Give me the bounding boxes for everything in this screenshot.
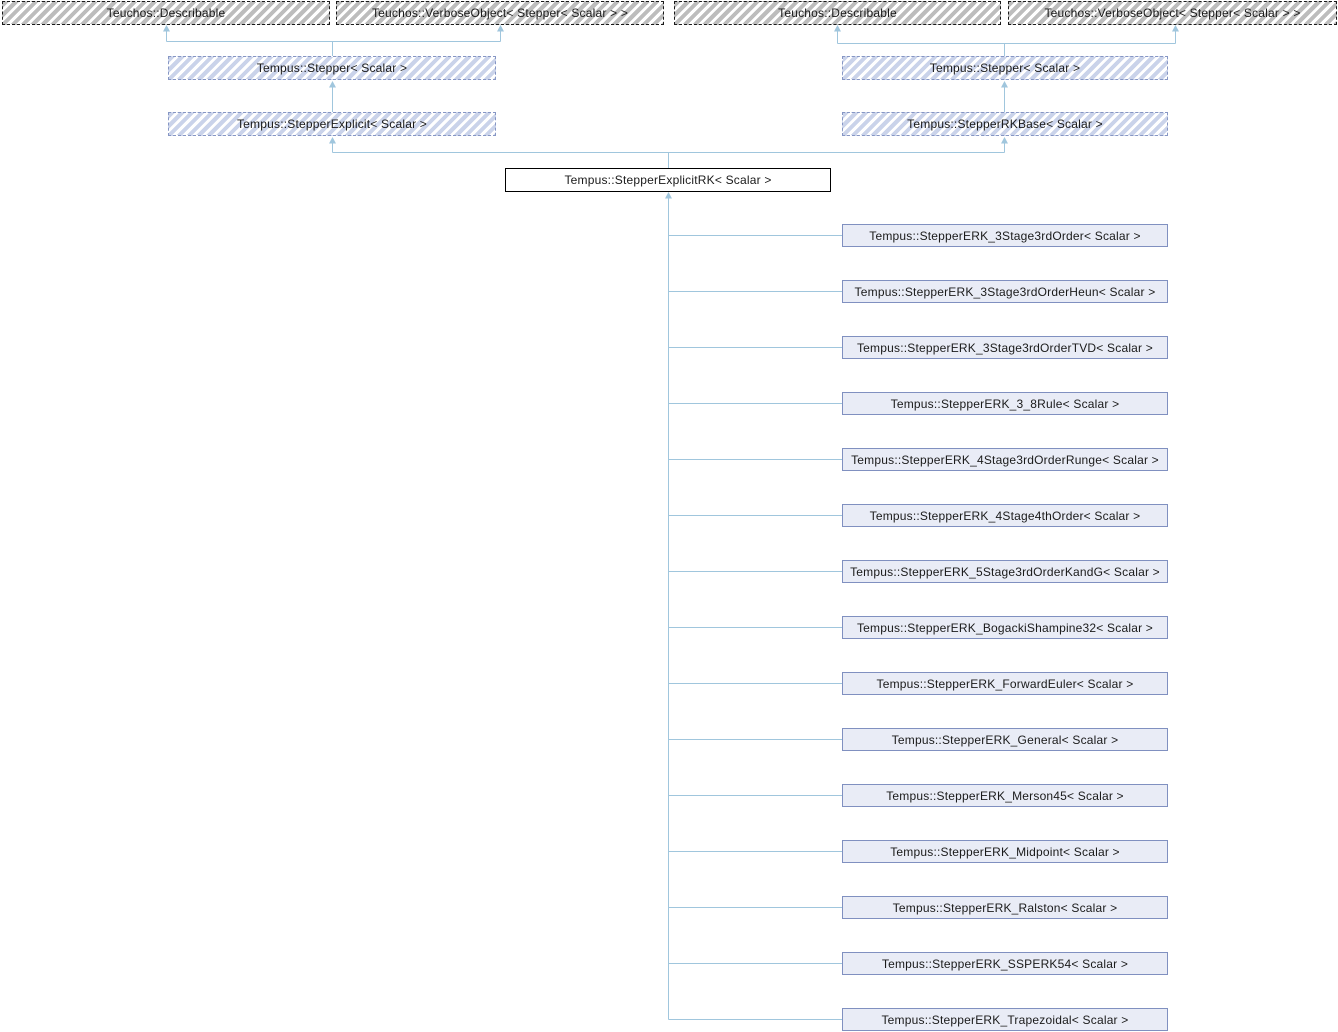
node-teuchos-describable-right[interactable]: Teuchos::Describable (674, 1, 1001, 25)
node-steppererk-4stage4thorder[interactable]: Tempus::StepperERK_4Stage4thOrder< Scala… (842, 504, 1168, 527)
node-steppererk-ssperk54[interactable]: Tempus::StepperERK_SSPERK54< Scalar > (842, 952, 1168, 975)
node-steppererk-ralston[interactable]: Tempus::StepperERK_Ralston< Scalar > (842, 896, 1168, 919)
node-tempus-stepperexplicit[interactable]: Tempus::StepperExplicit< Scalar > (168, 112, 496, 136)
node-steppererk-trapezoidal[interactable]: Tempus::StepperERK_Trapezoidal< Scalar > (842, 1008, 1168, 1031)
edge-lines (166, 31, 1176, 1020)
node-steppererk-3stage3rdorderheun[interactable]: Tempus::StepperERK_3Stage3rdOrderHeun< S… (842, 280, 1168, 303)
node-steppererk-midpoint[interactable]: Tempus::StepperERK_Midpoint< Scalar > (842, 840, 1168, 863)
node-steppererk-3stage3rdorder[interactable]: Tempus::StepperERK_3Stage3rdOrder< Scala… (842, 224, 1168, 247)
node-steppererk-4stage3rdorderrunge[interactable]: Tempus::StepperERK_4Stage3rdOrderRunge< … (842, 448, 1168, 471)
node-steppererk-3stage3rdordertvd[interactable]: Tempus::StepperERK_3Stage3rdOrderTVD< Sc… (842, 336, 1168, 359)
node-steppererk-3-8rule[interactable]: Tempus::StepperERK_3_8Rule< Scalar > (842, 392, 1168, 415)
node-tempus-stepper-right[interactable]: Tempus::Stepper< Scalar > (842, 56, 1168, 80)
node-teuchos-verboseobject-left[interactable]: Teuchos::VerboseObject< Stepper< Scalar … (336, 1, 664, 25)
node-teuchos-describable-left[interactable]: Teuchos::Describable (2, 1, 330, 25)
node-tempus-stepperexplicitrk: Tempus::StepperExplicitRK< Scalar > (505, 168, 831, 192)
node-steppererk-general[interactable]: Tempus::StepperERK_General< Scalar > (842, 728, 1168, 751)
node-tempus-stepperrkbase[interactable]: Tempus::StepperRKBase< Scalar > (842, 112, 1168, 136)
node-steppererk-bogackishampine32[interactable]: Tempus::StepperERK_BogackiShampine32< Sc… (842, 616, 1168, 639)
node-steppererk-forwardeuler[interactable]: Tempus::StepperERK_ForwardEuler< Scalar … (842, 672, 1168, 695)
node-steppererk-merson45[interactable]: Tempus::StepperERK_Merson45< Scalar > (842, 784, 1168, 807)
node-steppererk-5stage3rdorderkandg[interactable]: Tempus::StepperERK_5Stage3rdOrderKandG< … (842, 560, 1168, 583)
node-tempus-stepper-left[interactable]: Tempus::Stepper< Scalar > (168, 56, 496, 80)
node-teuchos-verboseobject-right[interactable]: Teuchos::VerboseObject< Stepper< Scalar … (1008, 1, 1337, 25)
